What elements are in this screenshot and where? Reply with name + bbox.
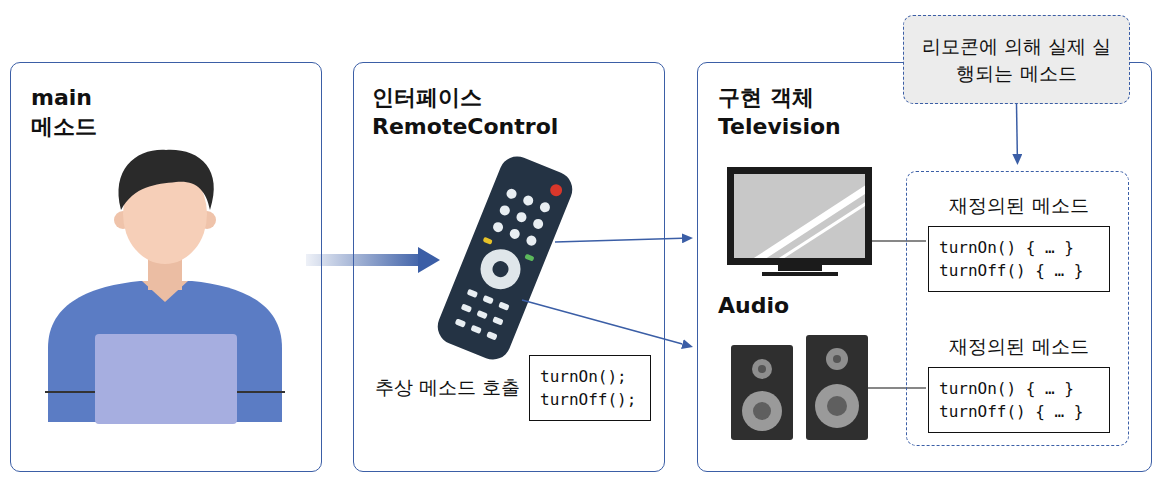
panel-heading: 구현 객체 Television xyxy=(718,83,878,141)
panel-heading: main 메소드 xyxy=(31,83,121,141)
television-illustration xyxy=(727,167,926,274)
code-box: 추상 메소드 호출turnOn(); turnOff(); xyxy=(529,355,651,421)
object-label: Audio xyxy=(718,291,789,320)
implementation-panel: 구현 객체 TelevisionAudio재정의된 메소드turnOn() { … xyxy=(697,62,1152,472)
code-box: 재정의된 메소드turnOn() { … } turnOff() { … } xyxy=(928,367,1110,433)
code-text: turnOn(); turnOff(); xyxy=(540,365,640,411)
speaker-illustration xyxy=(731,335,926,440)
main-panel: main 메소드 xyxy=(10,62,322,472)
connector-arrow xyxy=(306,254,418,266)
box-heading: 재정의된 메소드 xyxy=(949,193,1088,219)
remote-illustration xyxy=(432,151,577,365)
side-label: 추상 메소드 호출 xyxy=(375,375,520,401)
connector-arrow xyxy=(522,300,682,344)
person-illustration xyxy=(45,150,285,424)
interface-panel: 인터페이스 RemoteControl추상 메소드 호출turnOn(); tu… xyxy=(353,62,665,472)
code-text: turnOn() { … } turnOff() { … } xyxy=(939,377,1099,423)
connector-arrow xyxy=(1016,104,1018,154)
callout-box: 리모콘에 의해 실제 실행되는 메소드 xyxy=(903,15,1130,104)
code-text: turnOn() { … } turnOff() { … } xyxy=(939,236,1099,282)
connector-arrow xyxy=(555,238,682,242)
method-group: 재정의된 메소드turnOn() { … } turnOff() { … }재정… xyxy=(906,171,1129,446)
callout-text: 리모콘에 의해 실제 실행되는 메소드 xyxy=(917,33,1117,86)
code-box: 재정의된 메소드turnOn() { … } turnOff() { … } xyxy=(928,226,1110,292)
panel-heading: 인터페이스 RemoteControl xyxy=(372,83,592,141)
box-heading: 재정의된 메소드 xyxy=(949,334,1088,360)
